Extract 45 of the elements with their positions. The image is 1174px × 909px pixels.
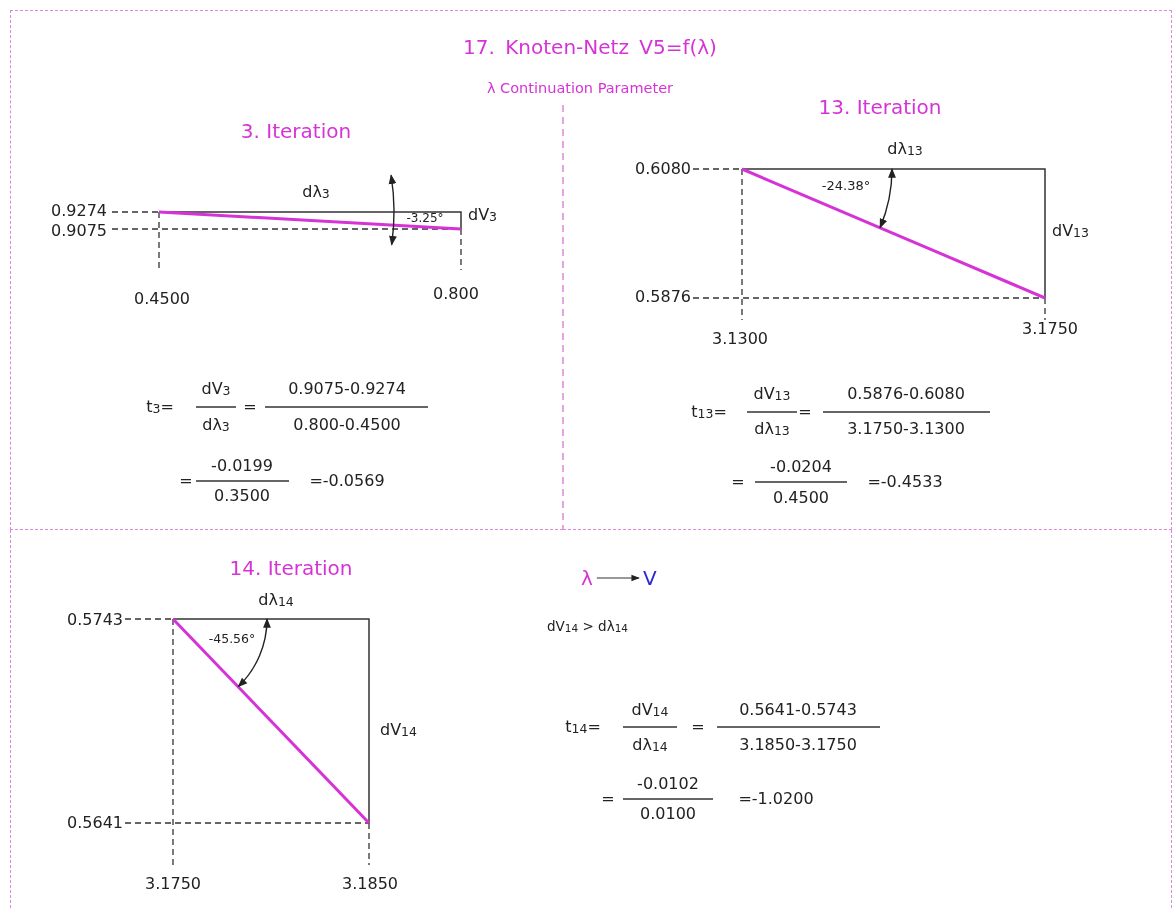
axis-value: 0.9274 <box>51 201 107 221</box>
axis-value: 3.1750 <box>145 874 201 894</box>
axis-value: 0.6080 <box>635 159 691 179</box>
axis-value: 0.9075 <box>51 221 107 241</box>
panel-heading: 3. Iteration <box>240 119 352 143</box>
panel <box>10 530 1172 908</box>
formula-term: 3.1750-3.1300 <box>847 419 965 439</box>
formula-term: = <box>798 402 812 422</box>
symbol-label: V <box>643 566 657 590</box>
axis-value: 3.1850 <box>342 874 398 894</box>
axis-value: 3.1750 <box>1022 319 1078 339</box>
title: 17. Knoten-Netz V5=f(λ) <box>463 35 717 59</box>
arrow <box>596 574 640 582</box>
formula-term: 0.5876-0.6080 <box>847 384 965 404</box>
angle-value: -45.56° <box>208 631 256 647</box>
formula-term: = <box>731 472 745 492</box>
formula-term: = <box>601 789 615 809</box>
formula-term: =-0.4533 <box>867 472 943 492</box>
panel-heading: 13. Iteration <box>818 95 942 119</box>
angle-value: -24.38° <box>821 178 871 194</box>
formula-term: 0.800-0.4500 <box>293 415 401 435</box>
panel-heading: 14. Iteration <box>229 556 353 580</box>
formula-term: = <box>691 717 705 737</box>
formula-term: -0.0204 <box>770 457 832 477</box>
subtitle: λ Continuation Parameter <box>486 79 674 97</box>
formula-term: =-1.0200 <box>738 789 814 809</box>
formula-term: -0.0199 <box>211 456 273 476</box>
symbol-label: λ <box>581 566 593 590</box>
formula-term: 0.0100 <box>640 804 696 824</box>
axis-value: 0.5876 <box>635 287 691 307</box>
formula-term: = <box>179 471 193 491</box>
formula-term: 0.9075-0.9274 <box>288 379 406 399</box>
axis-value: 0.5743 <box>67 610 123 630</box>
axis-value: 0.800 <box>433 284 479 304</box>
formula-term: 3.1850-3.1750 <box>739 735 857 755</box>
formula-term: 0.3500 <box>214 486 270 506</box>
axis-value: 0.5641 <box>67 813 123 833</box>
axis-value: 0.4500 <box>134 289 190 309</box>
angle-value: -3.25° <box>406 212 444 226</box>
formula-term: -0.0102 <box>637 774 699 794</box>
formula-term: = <box>243 397 257 417</box>
formula-term: 0.4500 <box>773 488 829 508</box>
formula-term: =-0.0569 <box>309 471 385 491</box>
axis-value: 3.1300 <box>712 329 768 349</box>
formula-term: 0.5641-0.5743 <box>739 700 857 720</box>
